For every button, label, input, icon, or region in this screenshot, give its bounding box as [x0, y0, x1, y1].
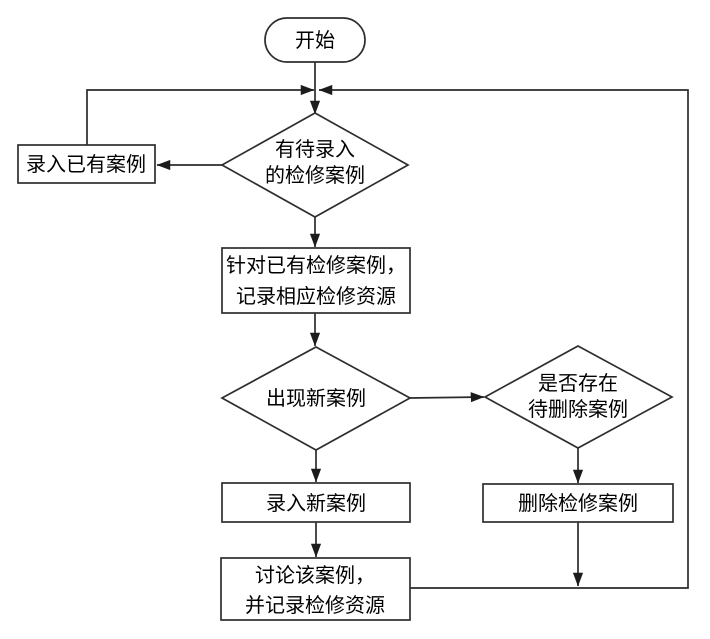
process-delete-case: [482, 483, 674, 523]
decision-new-case: [220, 346, 412, 451]
decision-new-case-label: 出现新案例: [266, 387, 366, 410]
start-label: 开始: [295, 29, 335, 52]
connector-loop-left: [86, 84, 315, 145]
process-discuss-case: [220, 557, 411, 621]
process-record-label-line1: 针对已有检修案例，: [226, 254, 406, 277]
process-enter-new-case: [221, 482, 411, 523]
process-enter-existing-case: [17, 144, 156, 184]
process-enter-existing-label: 录入已有案例: [26, 153, 146, 176]
connector-loop-right: [318, 84, 689, 589]
process-record-resources: [221, 247, 411, 314]
decision-pending-label-line1: 有待录入: [275, 138, 355, 161]
decision-case-to-delete: [483, 345, 674, 449]
process-discuss-label-line1: 讨论该案例，: [255, 564, 375, 587]
decision-to-delete-label-line2: 待删除案例: [528, 398, 628, 421]
process-discuss-label-line2: 并记录检修资源: [245, 594, 385, 617]
connector-newcase-to-todelete: [409, 392, 485, 403]
process-record-label-line2: 记录相应检修资源: [236, 285, 396, 308]
process-delete-label: 删除检修案例: [518, 492, 638, 515]
decision-to-delete-label-line1: 是否存在: [538, 372, 618, 395]
decision-pending-cases: [220, 112, 410, 218]
process-enter-new-label: 录入新案例: [266, 492, 366, 515]
start-terminator: [264, 17, 366, 63]
decision-pending-label-line2: 的检修案例: [265, 164, 365, 187]
